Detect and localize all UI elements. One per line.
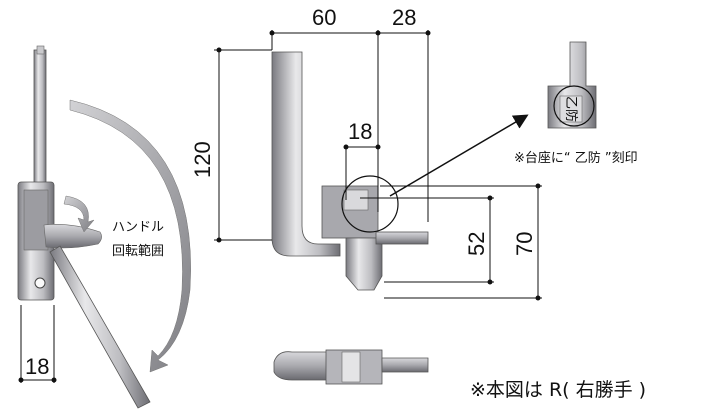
figure-note: ※本図は R( 右勝手 ) (470, 379, 646, 401)
dimension-70-label: 70 (512, 232, 537, 256)
dimension-18-left-label: 18 (25, 354, 49, 379)
dimension-60-label: 60 (312, 5, 336, 30)
dimension-18-top-label: 18 (348, 119, 372, 144)
detail-callout-circle (341, 175, 399, 233)
stamp-text: 乙防 (563, 96, 579, 122)
dimension-18-left (18, 305, 57, 383)
dimension-18-top (343, 144, 381, 200)
front-view-handle (271, 51, 429, 291)
dimension-28-label: 28 (392, 5, 416, 30)
side-view-handle (17, 45, 151, 409)
handle-rotation-label-line2: 回転範囲 (112, 244, 164, 259)
dimension-52-70 (360, 183, 542, 301)
dimension-120 (214, 47, 272, 243)
dimension-60-28 (269, 30, 431, 222)
stamp-detail (547, 41, 597, 129)
stamp-note: ※台座に“ 乙防 ”刻印 (514, 150, 638, 166)
top-view-handle (273, 349, 429, 385)
handle-rotation-label-line1: ハンドル (112, 220, 164, 235)
large-rotation-arrow (69, 99, 191, 373)
dimension-120-label: 120 (190, 141, 215, 178)
small-rotation-arrow (63, 195, 95, 233)
detail-callout-arrow (389, 114, 529, 197)
dimension-52-label: 52 (464, 232, 489, 256)
